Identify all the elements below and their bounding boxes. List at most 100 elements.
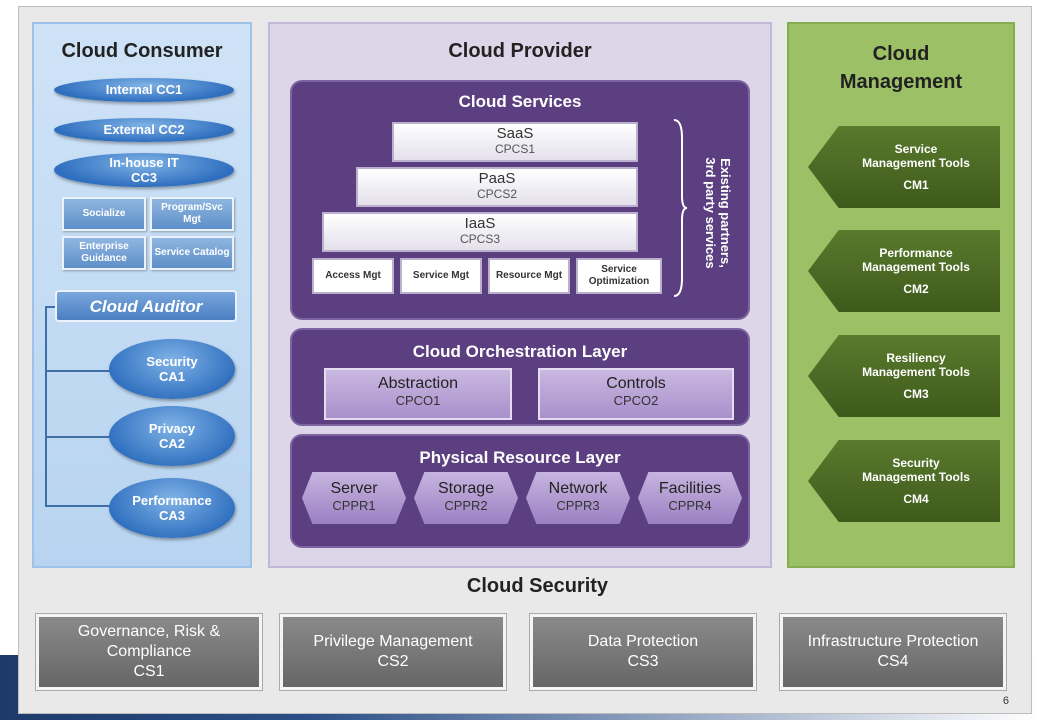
- service-tools-code: CM1: [903, 178, 929, 192]
- iaas-layer: IaaS CPCS3: [322, 212, 638, 252]
- infrastructure-protection-code: CS4: [877, 653, 909, 670]
- access-mgt-box: Access Mgt: [312, 258, 394, 294]
- security-tools-code: CM4: [903, 492, 929, 506]
- paas-code: CPCS2: [476, 187, 517, 201]
- iaas-code: CPCS3: [459, 232, 500, 246]
- performance-tools-name2: Management Tools: [862, 260, 970, 274]
- inhouse-it-label: In-house IT: [109, 155, 179, 170]
- existing-partners-line2: 3rd party services: [703, 156, 718, 269]
- privacy-ca2-circle: Privacy CA2: [109, 406, 235, 466]
- auditor-tree-branch: [45, 370, 111, 372]
- security-tools-name1: Security: [892, 456, 940, 470]
- program-svc-mgt-box: Program/Svc Mgt: [150, 197, 234, 231]
- network-hex: Network CPPR3: [526, 472, 630, 524]
- server-hex: Server CPPR1: [302, 472, 406, 524]
- security-ca1-code: CA1: [158, 369, 185, 384]
- cloud-services-title: Cloud Services: [458, 92, 582, 111]
- security-management-tools: Security Management Tools CM4: [808, 440, 1000, 522]
- brace-icon: [673, 119, 688, 297]
- facilities-code: CPPR4: [668, 498, 712, 513]
- performance-ca3-code: CA3: [158, 508, 185, 523]
- existing-partners-label: Existing partners, 3rd party services: [698, 125, 738, 300]
- privacy-ca2-name: Privacy: [148, 421, 196, 436]
- internal-cc1-oval: Internal CC1: [54, 78, 234, 102]
- service-optimization-box: Service Optimization: [576, 258, 662, 294]
- network-name: Network: [548, 480, 608, 497]
- storage-hex: Storage CPPR2: [414, 472, 518, 524]
- storage-name: Storage: [437, 480, 495, 497]
- cloud-auditor-box: Cloud Auditor: [55, 290, 237, 322]
- facilities-hex: Facilities CPPR4: [638, 472, 742, 524]
- performance-tools-code: CM2: [903, 282, 929, 296]
- privilege-management-code: CS2: [377, 653, 409, 670]
- resiliency-management-tools: Resiliency Management Tools CM3: [808, 335, 1000, 417]
- cloud-orchestration-title: Cloud Orchestration Layer: [412, 342, 628, 361]
- data-protection-box: Data Protection CS3: [530, 614, 756, 690]
- socialize-box: Socialize: [62, 197, 146, 231]
- resiliency-tools-code: CM3: [903, 387, 929, 401]
- iaas-name: IaaS: [464, 215, 496, 232]
- auditor-tree-branch: [45, 505, 111, 507]
- controls-code: CPCO2: [613, 393, 659, 408]
- service-mgt-box: Service Mgt: [400, 258, 482, 294]
- saas-code: CPCS1: [494, 142, 535, 156]
- privilege-management-line1: Privilege Management: [313, 633, 473, 650]
- resiliency-tools-name1: Resiliency: [886, 351, 946, 365]
- existing-partners-line1: Existing partners,: [718, 157, 733, 268]
- enterprise-guidance-box: Enterprise Guidance: [62, 236, 146, 270]
- abstraction-box: Abstraction CPCO1: [324, 368, 512, 420]
- saas-name: SaaS: [496, 125, 534, 142]
- cloud-management-title-line2: Management: [839, 71, 963, 93]
- saas-layer: SaaS CPCS1: [392, 122, 638, 162]
- inhouse-it-cc3-oval: In-house IT CC3: [54, 153, 234, 187]
- abstraction-name: Abstraction: [377, 375, 459, 392]
- cloud-management-title-line1: Cloud: [872, 43, 930, 65]
- cloud-security-title: Cloud Security: [466, 575, 609, 597]
- controls-box: Controls CPCO2: [538, 368, 734, 420]
- privacy-ca2-code: CA2: [158, 436, 185, 451]
- paas-name: PaaS: [478, 170, 516, 187]
- auditor-tree-branch: [45, 306, 57, 308]
- server-code: CPPR1: [332, 498, 376, 513]
- abstraction-code: CPCO1: [395, 393, 441, 408]
- governance-risk-compliance-box: Governance, Risk & Compliance CS1: [36, 614, 262, 690]
- facilities-name: Facilities: [658, 480, 722, 497]
- storage-code: CPPR2: [444, 498, 488, 513]
- physical-resource-title: Physical Resource Layer: [419, 448, 621, 467]
- data-protection-line1: Data Protection: [587, 633, 699, 650]
- governance-line2: Compliance: [106, 643, 192, 660]
- privilege-management-box: Privilege Management CS2: [280, 614, 506, 690]
- service-catalog-box: Service Catalog: [150, 236, 234, 270]
- internal-cc1-label: Internal CC1: [105, 82, 183, 97]
- page-number: 6: [1002, 695, 1009, 707]
- security-ca1-circle: Security CA1: [109, 339, 235, 399]
- auditor-tree-trunk: [45, 306, 47, 506]
- security-ca1-name: Security: [146, 354, 198, 369]
- cloud-management-title: Cloud Management: [789, 40, 1013, 96]
- network-code: CPPR3: [556, 498, 600, 513]
- security-tools-name2: Management Tools: [862, 470, 970, 484]
- infrastructure-protection-box: Infrastructure Protection CS4: [780, 614, 1006, 690]
- cloud-provider-title: Cloud Provider: [448, 40, 592, 62]
- governance-code: CS1: [133, 663, 165, 680]
- external-cc2-label: External CC2: [103, 122, 185, 137]
- server-name: Server: [330, 480, 378, 497]
- performance-management-tools: Performance Management Tools CM2: [808, 230, 1000, 312]
- performance-ca3-name: Performance: [132, 493, 212, 508]
- resource-mgt-box: Resource Mgt: [488, 258, 570, 294]
- service-tools-name1: Service: [894, 142, 938, 156]
- performance-ca3-circle: Performance CA3: [109, 478, 235, 538]
- governance-line1: Governance, Risk &: [77, 623, 221, 640]
- external-cc2-oval: External CC2: [54, 118, 234, 142]
- paas-layer: PaaS CPCS2: [356, 167, 638, 207]
- cloud-consumer-title: Cloud Consumer: [61, 40, 223, 62]
- resiliency-tools-name2: Management Tools: [862, 365, 970, 379]
- controls-name: Controls: [606, 375, 666, 392]
- service-tools-name2: Management Tools: [862, 156, 970, 170]
- auditor-tree-branch: [45, 436, 111, 438]
- cc3-label: CC3: [130, 170, 157, 185]
- service-management-tools: Service Management Tools CM1: [808, 126, 1000, 208]
- data-protection-code: CS3: [627, 653, 659, 670]
- infrastructure-protection-line1: Infrastructure Protection: [807, 633, 979, 650]
- performance-tools-name1: Performance: [879, 246, 953, 260]
